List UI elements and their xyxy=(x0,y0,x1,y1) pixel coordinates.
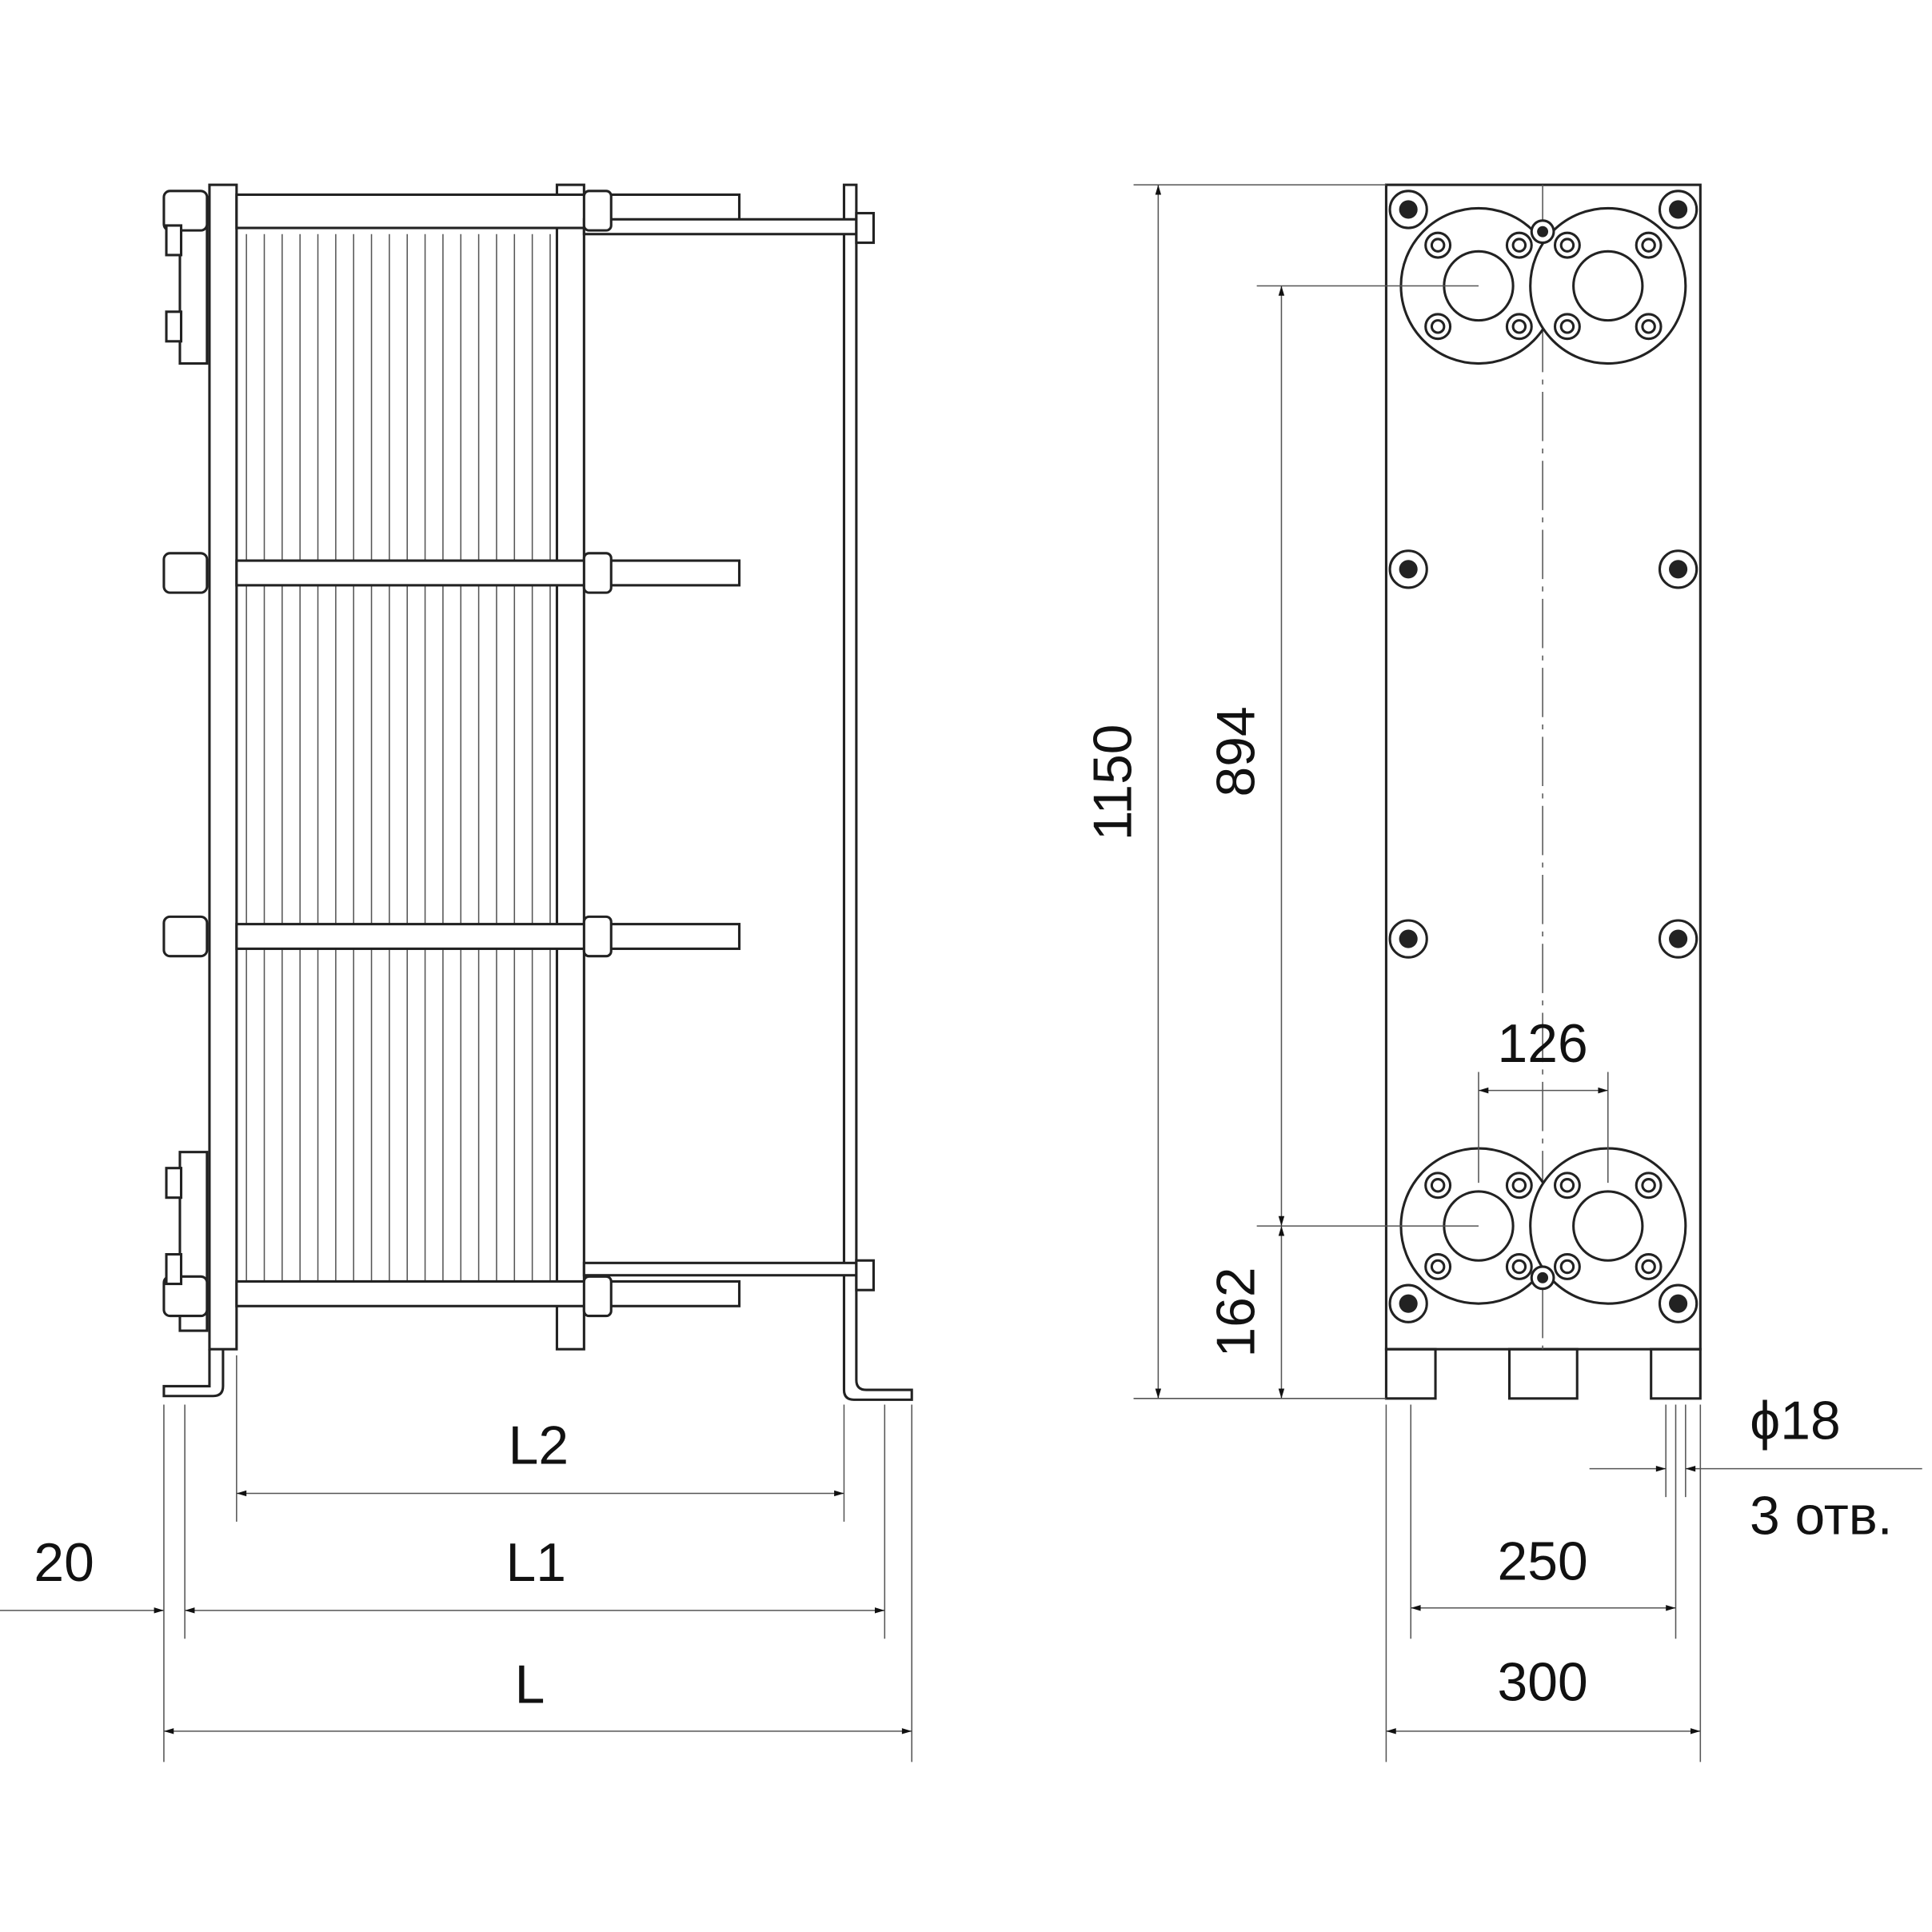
flange-bolt-icon xyxy=(1511,1178,1527,1193)
flange-bolt-icon xyxy=(1430,1178,1446,1193)
flange-bolt-icon xyxy=(1424,1253,1452,1280)
dim-894: 894 xyxy=(1207,706,1267,796)
flange-bolt-icon xyxy=(1559,238,1575,253)
tie-bolt-icon xyxy=(1399,560,1418,579)
port-opening xyxy=(1572,1190,1644,1262)
nut-icon xyxy=(162,1275,209,1318)
foot-right xyxy=(1650,1347,1702,1400)
ports xyxy=(1399,206,1687,1305)
flange-bolt-icon xyxy=(1641,1259,1656,1275)
foot-left xyxy=(1384,1347,1437,1400)
dim-1150: 1150 xyxy=(1083,724,1143,841)
foot-middle xyxy=(1507,1347,1579,1400)
front-view xyxy=(1384,183,1702,1400)
flange-bolt-icon xyxy=(1635,1253,1663,1280)
flange-bolt-icon xyxy=(1641,319,1656,334)
port-opening xyxy=(1572,249,1644,322)
dim-126: 126 xyxy=(1498,1014,1588,1074)
nut-icon xyxy=(582,915,613,958)
support-column xyxy=(842,183,913,1401)
flange-bolt-icon xyxy=(1505,313,1533,341)
side-view xyxy=(162,183,913,1401)
tie-bolt-icon xyxy=(1537,226,1549,238)
tie-bar xyxy=(235,1279,741,1307)
nut-icon xyxy=(162,552,209,594)
tie-bolt-icon xyxy=(1669,929,1688,948)
tie-bolt-icon xyxy=(1537,1271,1549,1283)
tie-bar xyxy=(235,923,741,950)
dim-hole-count: 3 отв. xyxy=(1750,1486,1893,1546)
flange-bolt-icon xyxy=(1505,1253,1533,1280)
flange-bolt-icon xyxy=(1511,319,1527,334)
nut-icon xyxy=(162,190,209,232)
flange-bolt-icon xyxy=(165,224,183,257)
flange-bolt-icon xyxy=(1511,1259,1527,1275)
tie-bolt-icon xyxy=(1399,929,1418,948)
guide-bar-top xyxy=(582,218,858,236)
flange-bolt-icon xyxy=(1505,1172,1533,1200)
tie-bolts xyxy=(1388,190,1698,1323)
nut-icon xyxy=(582,552,613,594)
flange-bolt-icon xyxy=(165,310,183,343)
tie-bolt-icon xyxy=(1669,560,1688,579)
tie-bar xyxy=(235,559,741,587)
flange-bolt-icon xyxy=(1553,231,1581,259)
tie-bolt-icon xyxy=(1669,200,1688,219)
flange-bolt-icon xyxy=(1430,319,1446,334)
flange-bolt-icon xyxy=(1511,238,1527,253)
tie-bars xyxy=(235,193,858,1307)
tie-bolt-icon xyxy=(1399,1294,1418,1313)
guide-bolt-icon xyxy=(855,1259,875,1291)
guide-bar-bottom xyxy=(582,1261,858,1277)
flange-bolt-icon xyxy=(1641,238,1656,253)
flange-bolt-icon xyxy=(1424,231,1452,259)
tie-bolt-icon xyxy=(1669,1294,1688,1313)
side-dimensions: L2 L1 20 L xyxy=(0,1355,912,1762)
pressure-plate xyxy=(555,183,585,1351)
nuts xyxy=(162,190,875,1318)
dim-l1: L1 xyxy=(506,1533,566,1593)
guide-bolt-icon xyxy=(855,212,875,245)
flange-bolt-icon xyxy=(1635,1172,1663,1200)
nut-icon xyxy=(582,190,613,232)
flange-bolt-icon xyxy=(1505,231,1533,259)
front-dimensions: 1150 894 162 126 250 300 ϕ18 3 отв. xyxy=(1083,184,1922,1762)
dim-l: L xyxy=(515,1655,545,1714)
flange-bolt-icon xyxy=(1430,1259,1446,1275)
flange-bolt-icon xyxy=(1635,231,1663,259)
flange-bolt-icon xyxy=(1553,1253,1581,1280)
dim-250: 250 xyxy=(1498,1531,1588,1591)
nut-icon xyxy=(162,915,209,958)
tie-bolt-icon xyxy=(1399,200,1418,219)
flange-bolt-icon xyxy=(1559,319,1575,334)
dim-300: 300 xyxy=(1498,1652,1588,1712)
fixed-frame-plate xyxy=(208,183,238,1351)
dim-162: 162 xyxy=(1207,1267,1267,1357)
nut-icon xyxy=(582,1275,613,1318)
dim-hole-diameter: ϕ18 xyxy=(1750,1391,1840,1451)
plate-pack xyxy=(245,234,551,1282)
flange-bolt-icon xyxy=(1635,313,1663,341)
flange-bolt-icon xyxy=(1553,313,1581,341)
flange-bolt-icon xyxy=(1641,1178,1656,1193)
flange-bolt-icon xyxy=(1424,1172,1452,1200)
flange-bolt-icon xyxy=(1559,1178,1575,1193)
frame-foot xyxy=(162,1349,225,1398)
flange-bolt-icon xyxy=(165,1253,183,1286)
dim-l2: L2 xyxy=(509,1415,569,1475)
flange-bolt-icon xyxy=(1559,1259,1575,1275)
flange-bolt-icon xyxy=(1430,238,1446,253)
flange-bolt-icon xyxy=(165,1167,183,1200)
dim-20: 20 xyxy=(34,1533,94,1593)
flange-bolt-icon xyxy=(1553,1172,1581,1200)
flange-bolt-icon xyxy=(1424,313,1452,341)
